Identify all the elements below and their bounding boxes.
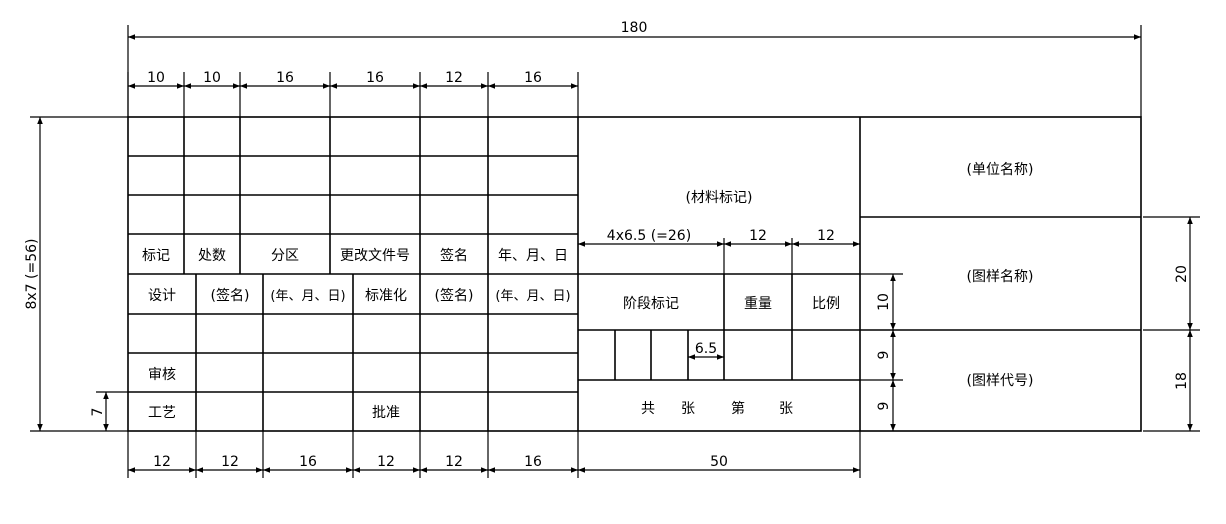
revision-headers: 标记 处数 分区 更改文件号 签名 年、月、日 (142, 247, 568, 264)
dim-top-4: 16 (366, 70, 384, 86)
dim-top-1: 10 (147, 70, 165, 86)
dimension-right-rows: 10 9 9 (860, 273, 903, 431)
dimension-left-row: 7 (90, 391, 128, 431)
dim-right-18: 18 (1174, 372, 1190, 390)
drawing-code: (图样代号) (967, 373, 1034, 389)
dim-top-5: 12 (445, 70, 463, 86)
label-process: 工艺 (148, 405, 176, 421)
label-sign-1: (签名) (211, 287, 250, 304)
dimension-bottom-columns: 12 12 16 12 12 16 50 (127, 431, 861, 478)
weight-label: 重量 (744, 296, 772, 312)
label-sign-2: (签名) (435, 287, 474, 304)
dim-top-2: 10 (203, 70, 221, 86)
sheets-number: 第 (731, 400, 745, 417)
dim-bottom-5: 12 (445, 454, 463, 470)
header-change-doc: 更改文件号 (340, 248, 410, 264)
dimension-total-width: 180 (127, 20, 1142, 117)
drawing-name: (图样名称) (967, 269, 1034, 285)
scale-label: 比例 (812, 296, 840, 312)
sheets-zhang-2: 张 (779, 401, 793, 417)
stage-mark: 阶段标记 (623, 296, 679, 312)
dimension-far-right: 20 18 (1143, 216, 1200, 432)
dim-right-20: 20 (1174, 265, 1190, 283)
approval-block: 设计 (签名) (年、月、日) 标准化 (签名) (年、月、日) 审核 工艺 批… (148, 287, 571, 421)
dim-bottom-2: 12 (221, 454, 239, 470)
dim-left-height: 8x7 (=56) (24, 238, 40, 309)
dim-stage-row: 10 (876, 293, 892, 311)
dim-bottom-3: 16 (299, 454, 317, 470)
dim-bottom-7: 50 (710, 454, 728, 470)
title-block-grid (127, 116, 1142, 432)
label-approve: 批准 (372, 405, 400, 421)
material-mark: (材料标记) (686, 190, 753, 206)
dim-top-6: 16 (524, 70, 542, 86)
label-date-2: (年、月、日) (495, 289, 570, 304)
dim-top-3: 16 (276, 70, 294, 86)
label-date-1: (年、月、日) (270, 289, 345, 304)
dimension-stage-cell: 6.5 (688, 341, 724, 360)
dim-scale-width: 12 (817, 228, 835, 244)
dim-row-9b: 9 (876, 402, 892, 411)
header-date: 年、月、日 (498, 248, 568, 264)
dim-row-9a: 9 (876, 351, 892, 360)
header-mark: 标记 (142, 248, 170, 264)
header-count: 处数 (198, 248, 226, 264)
dim-bottom-1: 12 (153, 454, 171, 470)
label-design: 设计 (148, 288, 176, 304)
dim-stage-width: 4x6.5 (=26) (607, 228, 691, 244)
middle-block: (材料标记) 阶段标记 重量 比例 共 张 第 张 (623, 190, 840, 417)
dim-weight-width: 12 (749, 228, 767, 244)
label-review: 审核 (148, 367, 176, 383)
unit-name: (单位名称) (967, 162, 1034, 178)
label-standardize: 标准化 (365, 288, 407, 304)
header-signature: 签名 (440, 247, 468, 264)
dim-bottom-6: 16 (524, 454, 542, 470)
dim-stage-cell: 6.5 (695, 341, 717, 357)
dim-bottom-4: 12 (377, 454, 395, 470)
header-zone: 分区 (271, 248, 299, 264)
sheets-total: 共 (641, 401, 655, 417)
dimension-left-height: 8x7 (=56) (24, 116, 128, 432)
dimension-top-columns: 10 10 16 16 12 16 (127, 70, 579, 117)
sheets-zhang-1: 张 (681, 401, 695, 417)
dim-left-row: 7 (90, 408, 106, 417)
dimension-stage-widths: 4x6.5 (=26) 12 12 (578, 228, 860, 274)
dim-180: 180 (621, 20, 648, 36)
right-block: (单位名称) (图样名称) (图样代号) (967, 162, 1034, 389)
